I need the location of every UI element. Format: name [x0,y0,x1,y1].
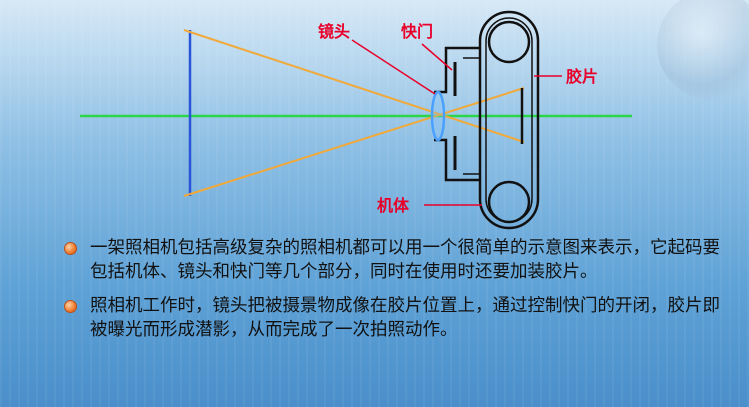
lens-label: 镜头 [318,22,350,41]
lens-pointer [351,39,436,95]
bullet-list: 一架照相机包括高级复杂的照相机都可以用一个很简单的示意图来表示，它起码要包括机体… [60,236,730,352]
light-ray [183,29,525,143]
camera-diagram: 镜头 快门 胶片 机体 [80,10,632,230]
bullet-item: 一架照相机包括高级复杂的照相机都可以用一个很简单的示意图来表示，它起码要包括机体… [60,236,730,284]
film-spool-top [487,20,531,64]
lens [430,90,446,142]
light-ray [183,87,525,197]
bullet-item: 照相机工作时，镜头把被摄景物成像在胶片位置上，通过控制快门的开闭，胶片即被曝光而… [60,294,730,342]
bullet-text: 照相机工作时，镜头把被摄景物成像在胶片位置上，通过控制快门的开闭，胶片即被曝光而… [90,296,720,340]
bullet-icon [64,242,77,255]
corner-decoration [657,0,749,100]
bullet-text: 一架照相机包括高级复杂的照相机都可以用一个很简单的示意图来表示，它起码要包括机体… [90,238,720,282]
shutter-pointer [421,43,453,71]
shutter-label: 快门 [401,22,433,41]
body-label: 机体 [377,196,410,215]
bullet-icon [64,300,77,313]
film-spool-bottom [487,180,531,224]
film-label: 胶片 [566,67,598,86]
